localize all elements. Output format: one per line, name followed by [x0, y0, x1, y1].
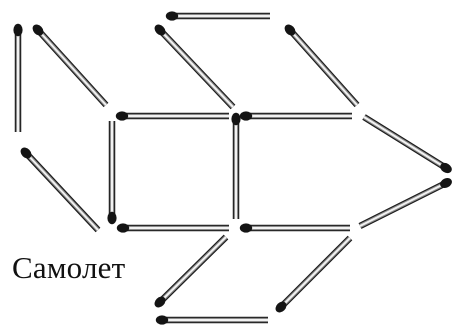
- match-nose-upper: [364, 117, 454, 175]
- match-square2-middle: [231, 113, 240, 219]
- match-upper-wing-right: [30, 22, 106, 105]
- match-bottom-tail-left: [152, 237, 226, 310]
- match-square2-top: [240, 111, 352, 120]
- match-bottom-tail-right: [273, 238, 350, 315]
- match-lower-wing: [18, 145, 98, 230]
- match-upper-wing-left: [13, 24, 22, 132]
- match-nose-lower: [360, 176, 454, 226]
- match-bottom-tail-bar: [156, 315, 268, 324]
- match-square1-left: [107, 121, 116, 224]
- match-square1-top: [116, 111, 229, 120]
- match-top-tail-right: [282, 22, 357, 105]
- figure-caption: Самолет: [12, 250, 125, 286]
- match-top-tail-left: [152, 22, 233, 107]
- match-square2-bottom: [240, 223, 350, 232]
- match-square1-bottom: [117, 223, 229, 232]
- match-top-tail-bar: [166, 11, 270, 20]
